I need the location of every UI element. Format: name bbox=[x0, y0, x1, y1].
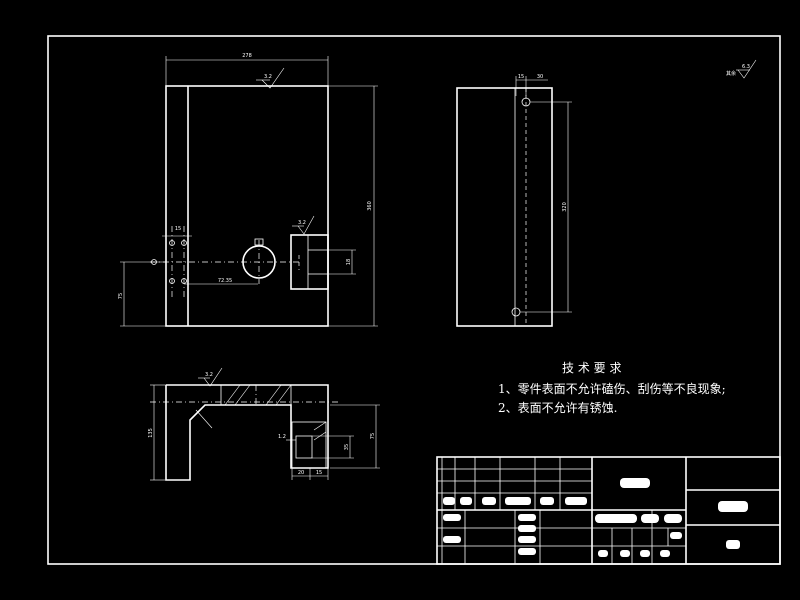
general-roughness-label: 其余 bbox=[726, 70, 736, 77]
dim-bottom-left: 75 bbox=[118, 293, 124, 299]
side-view-outline bbox=[456, 87, 553, 327]
dim-top-b: 30 bbox=[537, 74, 543, 80]
title-block bbox=[436, 456, 781, 565]
dim-width: 278 bbox=[242, 53, 252, 59]
dim-right-small: 18 bbox=[346, 259, 352, 265]
dim-left: 135 bbox=[148, 428, 154, 438]
top-view: 278 3.2 360 15 75 72.35 bbox=[118, 53, 378, 327]
drawing-border bbox=[47, 35, 781, 565]
roughness-block: 3.2 bbox=[298, 220, 306, 226]
front-view: 3.2 135 75 35 20 15 1.2 bbox=[148, 367, 380, 481]
dim-chamfer: 1.2 bbox=[278, 434, 286, 440]
roughness-symbol-icon bbox=[261, 67, 285, 89]
top-view-block bbox=[290, 234, 329, 290]
dim-b1: 20 bbox=[298, 470, 304, 476]
tech-item-2: 2、表面不允许有锈蚀. bbox=[498, 400, 617, 415]
general-roughness: 其余 6.3 bbox=[726, 59, 757, 79]
hole-icon bbox=[511, 307, 521, 317]
tech-item-1: 1、零件表面不允许磕伤、刮伤等不良现象; bbox=[498, 381, 726, 396]
tech-requirements: 技 术 要 求 1、零件表面不允许磕伤、刮伤等不良现象; 2、表面不允许有锈蚀. bbox=[498, 361, 726, 415]
dim-inner: 35 bbox=[344, 444, 350, 450]
side-view: 15 30 320 bbox=[456, 74, 572, 327]
front-view-outline bbox=[165, 384, 329, 481]
dim-height-side: 320 bbox=[562, 202, 568, 212]
top-view-outline bbox=[165, 85, 329, 327]
dim-offset: 72.35 bbox=[218, 278, 232, 284]
roughness-front: 3.2 bbox=[205, 372, 213, 378]
keyway bbox=[254, 238, 264, 246]
dim-right: 75 bbox=[370, 433, 376, 439]
tech-heading: 技 术 要 求 bbox=[562, 361, 621, 375]
dim-b2: 15 bbox=[316, 470, 322, 476]
general-roughness-value: 6.3 bbox=[742, 64, 750, 70]
dim-small: 15 bbox=[175, 226, 181, 232]
roughness-top: 3.2 bbox=[264, 74, 272, 80]
dim-height: 360 bbox=[367, 201, 373, 211]
roughness-symbol-icon bbox=[737, 59, 757, 79]
dim-top-a: 15 bbox=[518, 74, 524, 80]
